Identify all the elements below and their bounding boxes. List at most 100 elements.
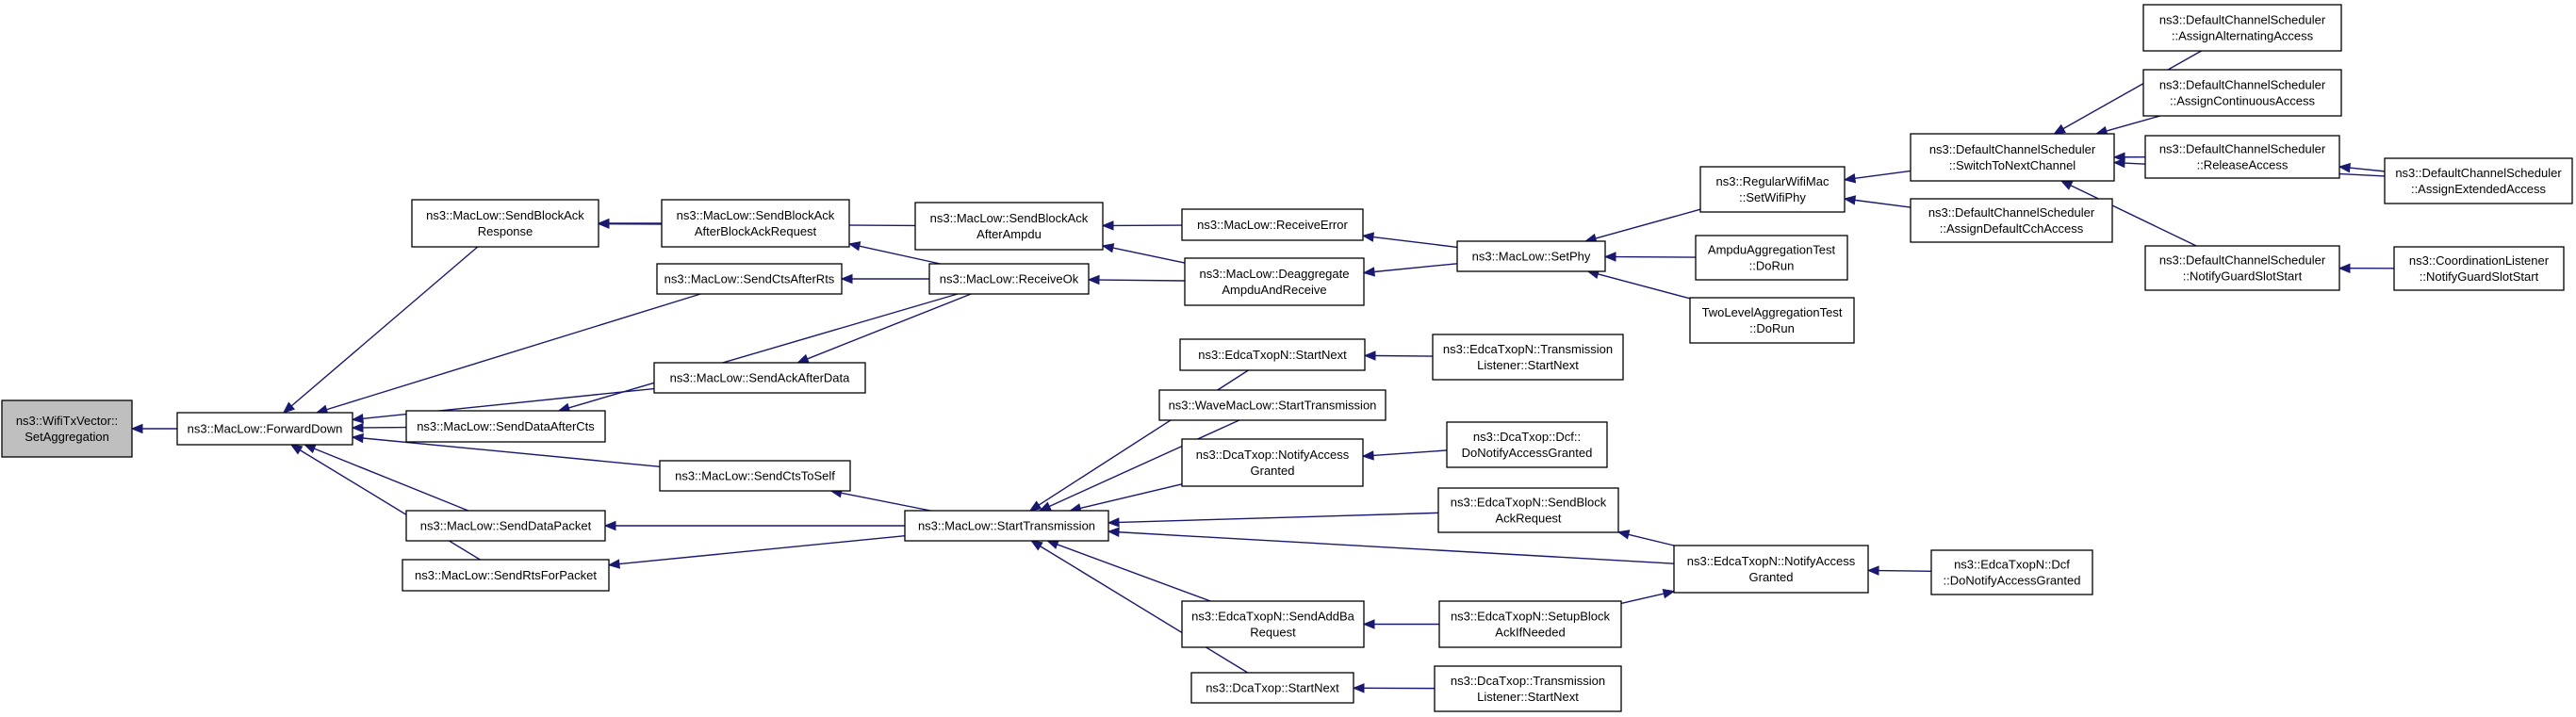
node-box — [405, 410, 606, 443]
node-box — [2144, 135, 2340, 179]
arrow-head — [1087, 274, 1100, 285]
node-dca-start-next[interactable]: ns3::DcaTxop::StartNext — [1190, 672, 1354, 704]
edge-receive-ok-to-send-data-after-cts — [557, 293, 959, 413]
node-dca-notify-access-granted[interactable]: ns3::DcaTxop::NotifyAccessGranted — [1181, 438, 1364, 487]
edge-line — [1854, 170, 1911, 180]
node-send-data-packet[interactable]: ns3::MacLow::SendDataPacket — [405, 510, 606, 542]
node-label-line: AfterBlockAckRequest — [695, 224, 817, 238]
node-assign-default-cch-access[interactable]: ns3::DefaultChannelScheduler::AssignDefa… — [1910, 198, 2113, 243]
edge-edca-setup-block-ack-if-needed-to-edca-send-add-ba-request — [1362, 619, 1439, 629]
node-forward-down[interactable]: ns3::MacLow::ForwardDown — [176, 412, 353, 446]
node-label-line: ns3::EdcaTxopN::SendBlock — [1451, 496, 1607, 510]
node-send-block-ack-after-block-ack-request[interactable]: ns3::MacLow::SendBlockAckAfterBlockAckRe… — [661, 199, 850, 248]
node-notify-guard-slot-start-listener[interactable]: ns3::CoordinationListener::NotifyGuardSl… — [2393, 246, 2565, 291]
node-box — [1158, 389, 1386, 421]
node-dca-dcf-do-notify-access-granted[interactable]: ns3::DcaTxop::Dcf::DoNotifyAccessGranted — [1446, 421, 1608, 468]
edge-edca-send-block-ack-request-to-start-transmission — [1107, 512, 1439, 528]
node-label-line: ns3::MacLow::Deaggregate — [1200, 267, 1350, 281]
node-notify-guard-slot-start-scheduler[interactable]: ns3::DefaultChannelScheduler::NotifyGuar… — [2144, 245, 2340, 291]
node-label-line: ns3::WifiTxVector:: — [16, 414, 118, 428]
edge-assign-extended-access-to-release-access — [2338, 162, 2386, 173]
edge-line — [807, 293, 972, 360]
arrow-head — [2338, 263, 2351, 273]
node-label-line: ns3::DefaultChannelScheduler — [1928, 205, 2095, 220]
node-edca-transmission-listener-start-next[interactable]: ns3::EdcaTxopN::TransmissionListener::St… — [1432, 334, 1624, 381]
arrow-head — [1107, 527, 1120, 538]
node-regular-wifi-mac-set-wifi-phy[interactable]: ns3::RegularWifiMac::SetWifiPhy — [1699, 166, 1846, 213]
node-label-line: AmpduAndReceive — [1222, 283, 1326, 297]
edge-dca-transmission-listener-start-next-to-dca-start-next — [1352, 683, 1436, 693]
edge-line — [1620, 593, 1665, 605]
node-set-phy[interactable]: ns3::MacLow::SetPhy — [1456, 240, 1606, 272]
node-label-line: DoNotifyAccessGranted — [1462, 446, 1593, 460]
node-root[interactable]: ns3::WifiTxVector::SetAggregation — [1, 399, 133, 458]
arrow-head — [1866, 565, 1879, 576]
node-switch-to-next-channel[interactable]: ns3::DefaultChannelScheduler::SwitchToNe… — [1910, 133, 2115, 182]
edge-forward-down-to-root — [130, 423, 177, 434]
node-box — [914, 202, 1104, 251]
edge-line — [2106, 115, 2160, 132]
node-send-data-after-cts[interactable]: ns3::MacLow::SendDataAfterCts — [405, 410, 606, 443]
edge-line — [1372, 236, 1458, 249]
node-box — [2144, 245, 2340, 291]
node-edca-start-next[interactable]: ns3::EdcaTxopN::StartNext — [1179, 338, 1366, 371]
edge-send-rts-for-packet-to-forward-down — [289, 444, 481, 561]
edge-line — [1854, 199, 1911, 208]
arrow-head — [1361, 450, 1374, 461]
node-start-transmission[interactable]: ns3::MacLow::StartTransmission — [904, 510, 1109, 542]
node-box — [653, 362, 866, 394]
arrow-head — [1101, 243, 1115, 253]
arrow-head — [2112, 152, 2125, 162]
edge-line — [314, 448, 469, 512]
node-box — [405, 510, 606, 542]
node-receive-ok[interactable]: ns3::MacLow::ReceiveOk — [928, 263, 1090, 295]
edge-line — [1040, 546, 1249, 674]
arrow-head — [1662, 589, 1676, 599]
node-assign-continuous-access[interactable]: ns3::DefaultChannelScheduler::AssignCont… — [2142, 69, 2342, 117]
node-label-line: ::AssignAlternatingAccess — [2172, 29, 2314, 43]
node-send-cts-after-rts[interactable]: ns3::MacLow::SendCtsAfterRts — [656, 263, 843, 295]
node-dca-transmission-listener-start-next[interactable]: ns3::DcaTxop::TransmissionListener::Star… — [1434, 665, 1622, 712]
arrow-head — [1603, 252, 1616, 262]
node-label-line: ns3::DefaultChannelScheduler — [1929, 142, 2096, 156]
node-wave-mac-low-start-transmission[interactable]: ns3::WaveMacLow::StartTransmission — [1158, 389, 1386, 421]
node-label-line: AfterAmpdu — [976, 227, 1042, 241]
edge-line — [1098, 279, 1186, 282]
node-send-cts-to-self[interactable]: ns3::MacLow::SendCtsToSelf — [659, 460, 851, 492]
edges-layer — [130, 50, 2395, 693]
node-send-ack-after-data[interactable]: ns3::MacLow::SendAckAfterData — [653, 362, 866, 394]
node-send-rts-for-packet[interactable]: ns3::MacLow::SendRtsForPacket — [402, 559, 610, 592]
arrow-head — [796, 353, 810, 364]
node-receive-error[interactable]: ns3::MacLow::ReceiveError — [1181, 208, 1364, 241]
node-edca-notify-access-granted[interactable]: ns3::EdcaTxopN::NotifyAccessGranted — [1673, 545, 1869, 594]
node-assign-extended-access[interactable]: ns3::DefaultChannelScheduler::AssignExte… — [2384, 157, 2573, 204]
edge-edca-transmission-listener-start-next-to-edca-start-next — [1363, 350, 1434, 361]
node-edca-dcf-do-notify-access-granted[interactable]: ns3::EdcaTxopN::Dcf::DoNotifyAccessGrant… — [1930, 549, 2093, 595]
node-label-line: ns3::EdcaTxopN::SetupBlock — [1451, 610, 1611, 624]
node-label-line: ns3::MacLow::StartTransmission — [918, 519, 1095, 533]
node-label-line: ns3::MacLow::SendDataPacket — [420, 519, 592, 533]
node-box — [1434, 665, 1622, 712]
node-label-line: ns3::MacLow::ForwardDown — [188, 422, 343, 436]
arrow-head — [1843, 195, 1857, 205]
node-release-access[interactable]: ns3::DefaultChannelScheduler::ReleaseAcc… — [2144, 135, 2340, 179]
node-assign-alternating-access[interactable]: ns3::DefaultChannelScheduler::AssignAlte… — [2142, 4, 2342, 52]
edge-dca-dcf-do-notify-access-granted-to-dca-notify-access-granted — [1361, 449, 1448, 461]
node-ampdu-aggregation-test-do-run[interactable]: AmpduAggregationTest::DoRun — [1695, 235, 1848, 281]
node-two-level-aggregation-test-do-run[interactable]: TwoLevelAggregationTest::DoRun — [1689, 297, 1855, 344]
node-box — [1, 399, 133, 458]
node-label-line: ::SetWifiPhy — [1739, 190, 1806, 204]
node-box — [659, 460, 851, 492]
node-label-line: ns3::EdcaTxopN::Dcf — [1954, 558, 2070, 572]
node-box — [411, 199, 599, 248]
edge-dca-start-next-to-start-transmission — [1030, 540, 1249, 674]
node-label-line: Granted — [1251, 464, 1295, 478]
edge-line — [1372, 449, 1448, 457]
